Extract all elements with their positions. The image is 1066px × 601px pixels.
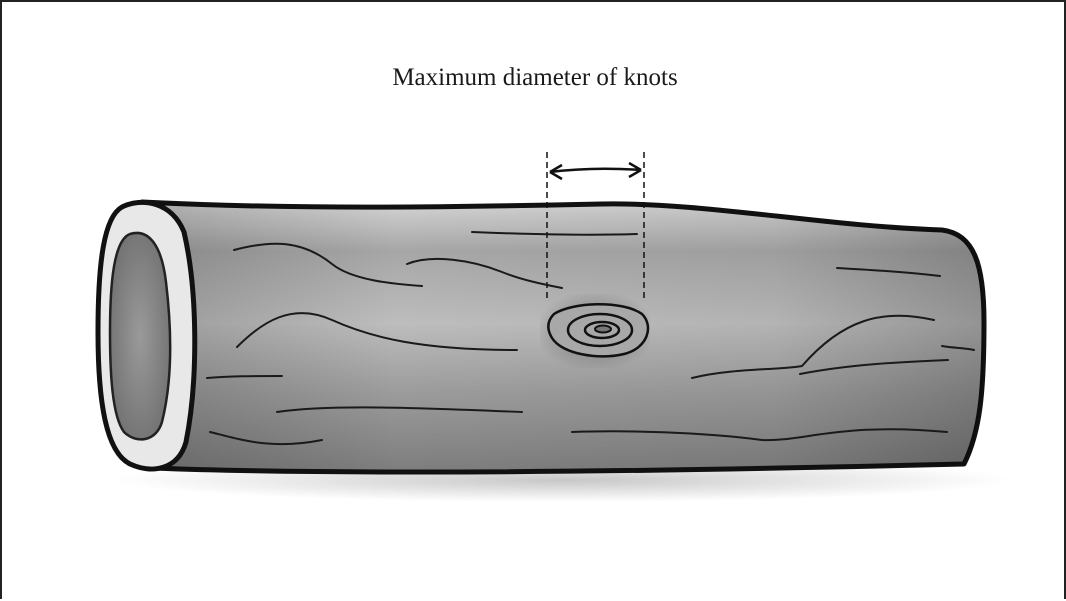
dimension-line [550, 169, 641, 172]
log-end [98, 202, 195, 469]
knot [540, 294, 650, 368]
